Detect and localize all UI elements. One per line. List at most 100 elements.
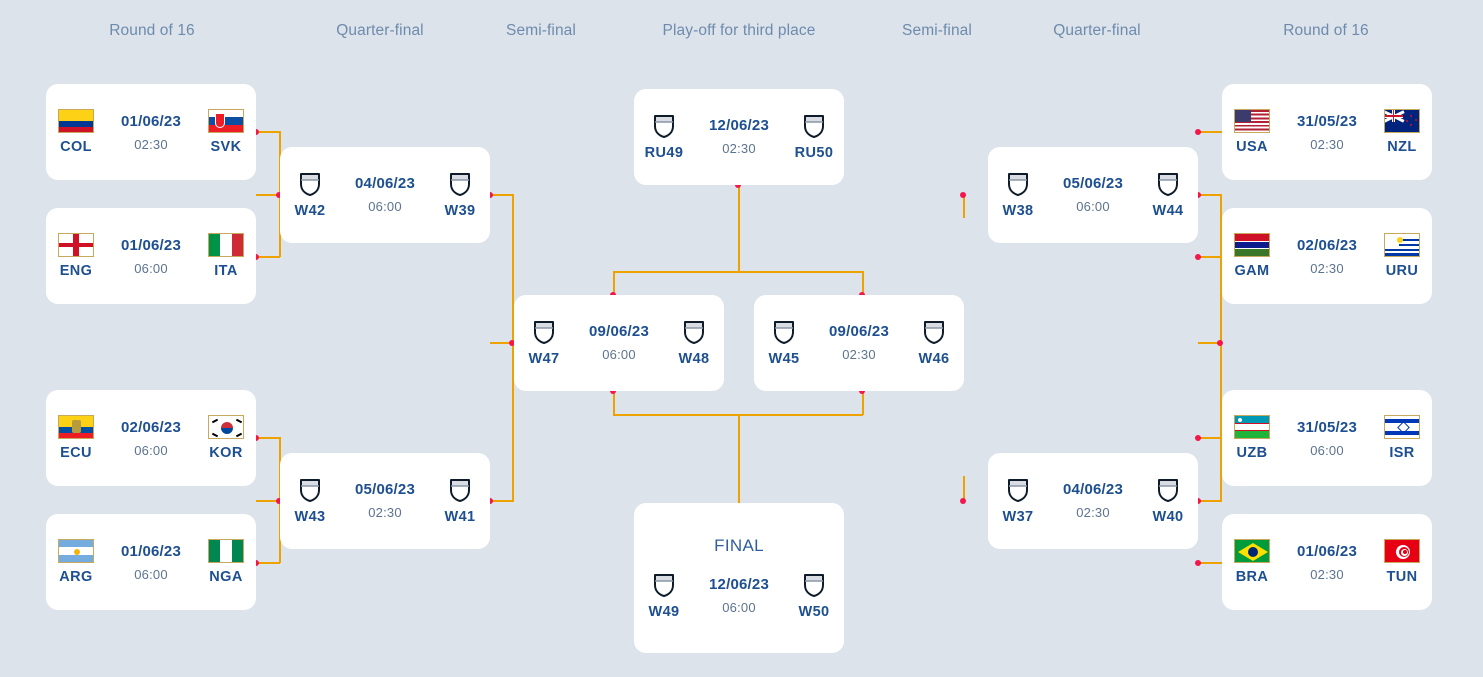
team-home[interactable]: W37 [985,477,1051,525]
connector-node-12 [1195,129,1201,135]
team-home[interactable]: W43 [277,477,343,525]
team-away[interactable]: RU50 [781,113,847,161]
connector-node-22 [735,182,741,188]
connector-line-10 [512,194,514,501]
team-code: W49 [648,604,680,620]
flag-svk-icon [208,109,244,133]
team-home[interactable]: W38 [985,171,1051,219]
match-time: 02:30 [1310,261,1344,276]
match-row: GAM 02/06/23 02:30 URU [1219,233,1435,279]
match-date: 05/06/23 [355,481,415,498]
team-code: BRA [1235,569,1269,585]
round-header-3: Play-off for third place [662,22,816,39]
team-away[interactable]: W41 [427,477,493,525]
shield-placeholder-icon [1158,173,1178,196]
shield-placeholder-icon [654,574,674,597]
team-home[interactable]: GAM [1219,233,1285,279]
team-home[interactable]: UZB [1219,415,1285,461]
connector-node-2 [276,192,282,198]
flag-ita-icon [208,233,244,257]
team-home[interactable]: W42 [277,171,343,219]
flag-tun-icon [1384,539,1420,563]
match-date: 31/05/23 [1297,419,1357,436]
connector-line-15 [1198,342,1222,344]
flag-ecu-icon [58,415,94,439]
team-away[interactable]: W46 [901,319,967,367]
flag-nga-icon [208,539,244,563]
team-code: ARG [59,569,93,585]
team-code: SVK [210,139,242,155]
team-away[interactable]: NGA [193,539,259,585]
team-home[interactable]: W45 [751,319,817,367]
match-date: 02/06/23 [1297,237,1357,254]
team-code: COL [60,139,92,155]
connector-node-5 [276,498,282,504]
team-away[interactable]: URU [1369,233,1435,279]
team-home[interactable]: USA [1219,109,1285,155]
connector-line-0 [256,131,280,133]
connector-node-16 [960,192,966,198]
match-card-r16-gam-uru[interactable]: GAM 02/06/23 02:30 URU [1222,208,1432,304]
team-home[interactable]: BRA [1219,539,1285,585]
connector-line-19 [1198,562,1222,564]
team-code: RU49 [644,145,684,161]
team-home[interactable]: ECU [43,415,109,461]
shield-placeholder-icon [804,115,824,138]
team-away[interactable]: KOR [193,415,259,461]
team-away[interactable]: SVK [193,109,259,155]
team-away[interactable]: NZL [1369,109,1435,155]
team-away[interactable]: W40 [1135,477,1201,525]
match-time: 06:00 [368,199,402,214]
team-away[interactable]: W50 [781,572,847,620]
team-home[interactable]: RU49 [631,113,697,161]
shield-placeholder-icon [684,321,704,344]
team-away[interactable]: ISR [1369,415,1435,461]
team-away[interactable]: TUN [1369,539,1435,585]
match-date: 12/06/23 [709,576,769,593]
team-home[interactable]: ENG [43,233,109,279]
team-home[interactable]: W47 [511,319,577,367]
connector-line-3 [256,194,280,196]
match-time: 02:30 [134,137,168,152]
match-time: 02:30 [1310,137,1344,152]
match-date: 09/06/23 [589,323,649,340]
team-away[interactable]: W39 [427,171,493,219]
match-date: 05/06/23 [1063,175,1123,192]
match-time: 02:30 [722,141,756,156]
flag-bra-icon [1234,539,1270,563]
connector-node-8 [509,340,515,346]
team-away[interactable]: ITA [193,233,259,279]
team-home[interactable]: ARG [43,539,109,585]
connector-node-7 [487,498,493,504]
team-home[interactable]: W49 [631,572,697,620]
team-home[interactable]: COL [43,109,109,155]
team-away[interactable]: W44 [1135,171,1201,219]
team-away[interactable]: W48 [661,319,727,367]
team-code: W40 [1152,509,1184,525]
round-header-0: Round of 16 [109,22,195,39]
